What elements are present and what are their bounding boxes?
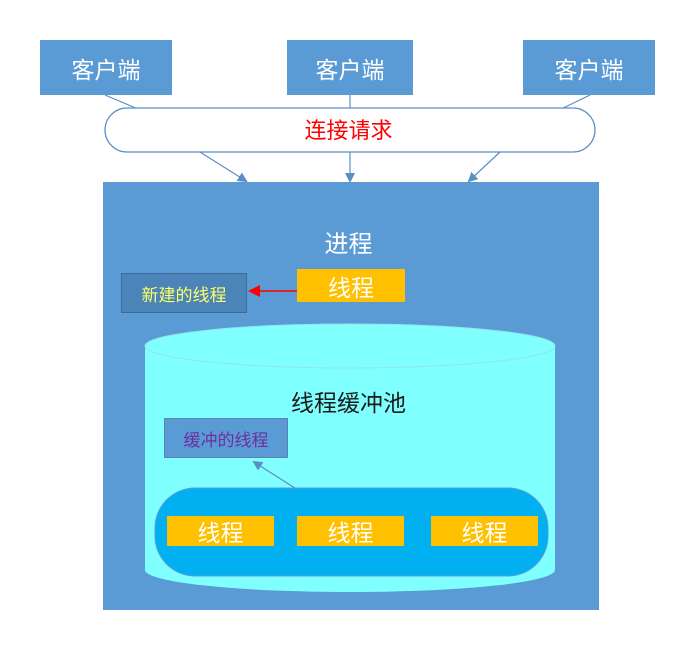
client-box-left: 客户端	[40, 40, 172, 95]
client-label: 客户端	[315, 57, 385, 84]
new-thread-label: 新建的线程	[141, 285, 227, 306]
thread-label: 线程	[197, 521, 244, 547]
pool-thread-box: 线程	[297, 516, 404, 547]
pool-thread-box: 线程	[167, 516, 274, 547]
client-box-center: 客户端	[287, 40, 413, 95]
buffered-thread-arrow	[252, 460, 299, 491]
process-thread-box: 线程	[297, 269, 405, 302]
connection-requests-label: 连接请求	[304, 119, 393, 144]
thread-label: 线程	[461, 521, 508, 547]
client-label: 客户端	[71, 57, 141, 84]
pool-title: 线程缓冲池	[291, 391, 406, 417]
conn-arrow-right	[467, 151, 501, 183]
conn-arrow-left	[199, 151, 248, 183]
thread-label: 线程	[327, 521, 374, 547]
pool-thread-box: 线程	[431, 516, 538, 547]
process-title: 进程	[324, 230, 373, 258]
buffered-thread-label: 缓冲的线程	[183, 430, 269, 451]
new-thread-box: 新建的线程	[121, 273, 247, 313]
client-box-right: 客户端	[523, 40, 655, 95]
buffered-thread-box: 缓冲的线程	[164, 418, 288, 458]
thread-label: 线程	[328, 275, 374, 302]
pool-cylinder-top	[144, 323, 556, 369]
client-label: 客户端	[554, 57, 624, 84]
